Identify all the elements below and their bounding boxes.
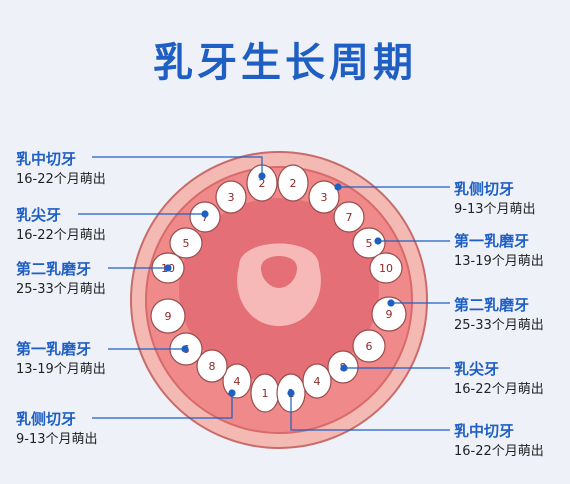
lower-tooth-9: 6 — [352, 329, 386, 363]
upper-tooth-7: 3 — [308, 180, 340, 214]
upper-tooth-9: 5 — [352, 227, 386, 259]
tooth-number: 6 — [366, 340, 373, 353]
tooth-number: 3 — [321, 191, 328, 204]
tooth-number: 5 — [366, 237, 373, 250]
tooth-number: 9 — [386, 308, 393, 321]
leader-dot-left-second-molar — [164, 264, 172, 272]
tooth-number: 10 — [379, 262, 393, 275]
tooth-name: 第一乳磨牙 — [16, 340, 92, 358]
lower-tooth-10: 9 — [371, 296, 407, 332]
tooth-name: 乳尖牙 — [16, 206, 62, 224]
tooth-number: 4 — [234, 375, 241, 388]
lower-tooth-7: 4 — [302, 363, 332, 399]
label-right-second-molar: 第二乳磨牙 25-33个月萌出 — [454, 296, 544, 334]
eruption-time: 13-19个月萌出 — [454, 253, 544, 269]
label-left-first-molar: 第一乳磨牙 13-19个月萌出 — [16, 340, 106, 378]
tooth-number: 5 — [183, 237, 190, 250]
tooth-name: 第一乳磨牙 — [454, 232, 530, 250]
tooth-number: 1 — [262, 387, 269, 400]
leader-dot-right-central-incisor — [287, 389, 295, 397]
lower-tooth-3: 8 — [196, 349, 228, 383]
tooth-name: 乳侧切牙 — [454, 180, 515, 198]
eruption-time: 25-33个月萌出 — [16, 281, 106, 297]
leader-dot-right-second-molar — [387, 299, 395, 307]
page-title: 乳牙生长周期 — [153, 40, 417, 86]
eruption-time: 25-33个月萌出 — [454, 317, 544, 333]
tooth-name: 乳尖牙 — [454, 360, 500, 378]
leader-dot-right-first-molar — [374, 237, 382, 245]
label-left-canine: 乳尖牙 16-22个月萌出 — [16, 206, 106, 244]
upper-tooth-8: 7 — [333, 201, 365, 233]
lower-tooth-5: 9 — [150, 298, 186, 334]
tooth-number: 7 — [346, 211, 353, 224]
tooth-name: 乳侧切牙 — [16, 410, 77, 428]
tooth-name: 乳中切牙 — [16, 150, 77, 168]
eruption-time: 16-22个月萌出 — [16, 227, 106, 243]
label-left-central-incisor: 乳中切牙 16-22个月萌出 — [16, 150, 106, 188]
tooth-number: 2 — [259, 177, 266, 190]
leader-line-right-central-incisor — [290, 393, 450, 431]
tooth-name: 第二乳磨牙 — [454, 296, 530, 314]
leader-dot-left-lateral-incisor — [228, 389, 236, 397]
eruption-time: 9-13个月萌出 — [454, 201, 536, 217]
tooth-name: 第二乳磨牙 — [16, 260, 92, 278]
eruption-time: 13-19个月萌出 — [16, 361, 106, 377]
eruption-time: 16-22个月萌出 — [454, 381, 544, 397]
tooth-number: 2 — [290, 177, 297, 190]
tooth-number: 4 — [314, 375, 321, 388]
eruption-time: 9-13个月萌出 — [16, 431, 98, 447]
tooth-number: 8 — [209, 360, 216, 373]
label-right-central-incisor: 乳中切牙 16-22个月萌出 — [454, 422, 544, 460]
label-left-second-molar: 第二乳磨牙 25-33个月萌出 — [16, 260, 106, 298]
label-right-first-molar: 第一乳磨牙 13-19个月萌出 — [454, 232, 544, 270]
lower-tooth-2: 4 — [222, 363, 252, 399]
tooth-number: 9 — [165, 310, 172, 323]
label-left-lateral-incisor: 乳侧切牙 9-13个月萌出 — [16, 410, 98, 448]
tongue — [237, 243, 321, 326]
eruption-time: 16-22个月萌出 — [16, 171, 106, 187]
leader-line-left-central-incisor — [92, 156, 263, 176]
upper-tooth-6: 2 — [277, 164, 309, 202]
tooth-name: 乳中切牙 — [454, 422, 515, 440]
upper-tooth-2: 3 — [215, 180, 247, 214]
lower-tooth-1: 1 — [250, 373, 280, 413]
upper-tooth-4: 5 — [169, 227, 203, 259]
leader-lines — [78, 156, 450, 431]
eruption-time: 16-22个月萌出 — [454, 443, 544, 459]
label-right-canine: 乳尖牙 16-22个月萌出 — [454, 360, 544, 398]
leader-dot-left-first-molar — [181, 345, 189, 353]
upper-tooth-10: 10 — [369, 252, 403, 284]
leader-dot-left-central-incisor — [258, 172, 266, 180]
leader-line-left-lateral-incisor — [92, 393, 233, 419]
leader-dot-right-lateral-incisor — [334, 183, 342, 191]
tooth-number: 3 — [228, 191, 235, 204]
leader-dot-left-canine — [201, 210, 209, 218]
leader-dot-right-canine — [340, 364, 348, 372]
label-right-lateral-incisor: 乳侧切牙 9-13个月萌出 — [454, 180, 536, 218]
